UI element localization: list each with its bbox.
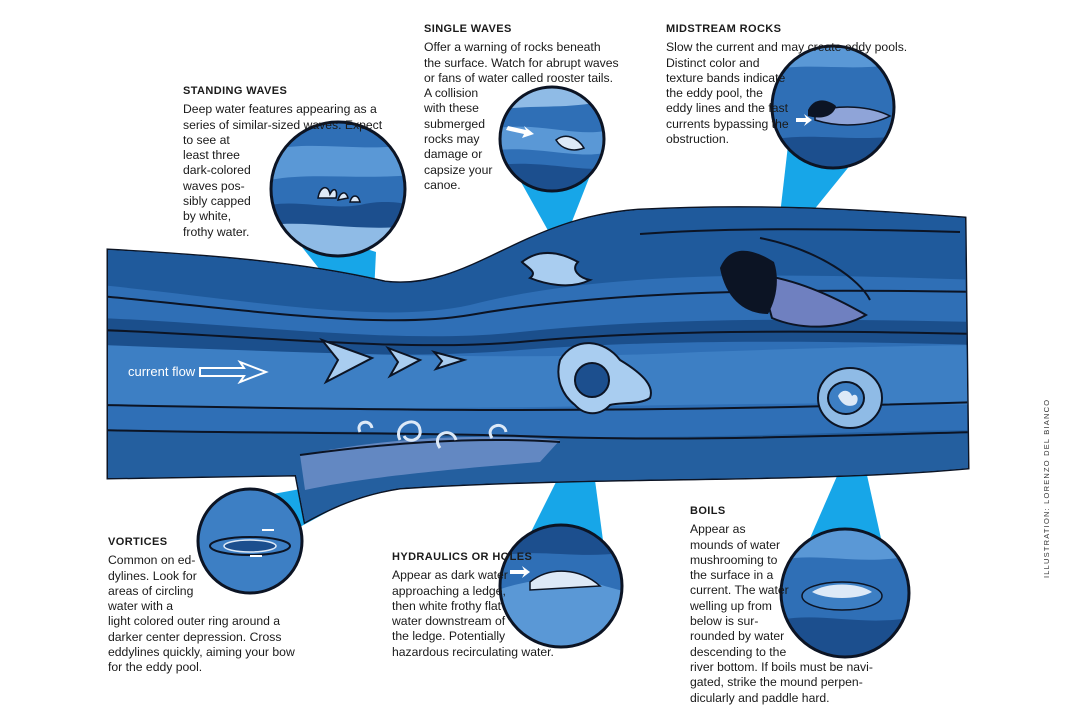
single-waves-line: submerged (424, 116, 485, 131)
current-flow-arrow (199, 359, 269, 385)
boils-line: below is sur- (690, 614, 759, 629)
boils-callout: BOILS Appear as mounds of water mushroom… (690, 504, 873, 706)
standing-waves-circle (269, 120, 407, 258)
hydraulics-line: hazardous recirculating water. (392, 644, 554, 659)
river (106, 206, 970, 525)
boils-circle (779, 527, 911, 659)
rooster-tail (520, 252, 594, 287)
vortices-title: VORTICES (108, 536, 168, 548)
hydraulics-circle (498, 523, 624, 649)
standing-waves-line: waves pos- (183, 178, 245, 193)
hydraulics-title: HYDRAULICS OR HOLES (392, 551, 533, 563)
vortices-line: for the eddy pool. (108, 660, 203, 675)
single-waves-line: the surface. Watch for abrupt waves (424, 55, 619, 70)
midstream-rocks-line: Distinct color and (666, 55, 760, 70)
standing-waves-title: STANDING WAVES (183, 85, 288, 97)
single-waves-line: rocks may (424, 132, 480, 147)
single-waves-title: SINGLE WAVES (424, 23, 512, 35)
vortices-line: darker center depression. Cross (108, 629, 282, 644)
standing-waves-line: dark-colored (183, 163, 251, 178)
vortices-line: water with a (108, 599, 174, 614)
standing-wave-chevrons (319, 337, 468, 385)
midstream-rocks-line: eddy lines and the fast (666, 101, 788, 116)
illustration-credit: ILLUSTRATION: LORENZO DEL BIANCO (1042, 398, 1051, 578)
standing-waves-callout: STANDING WAVES Deep water features appea… (183, 84, 382, 240)
hydraulics-line: then white frothy flat (392, 598, 502, 613)
midstream-rocks-title: MIDSTREAM ROCKS (666, 23, 782, 35)
standing-waves-line: Deep water features appearing as a (183, 102, 377, 117)
boils-line: Appear as (690, 522, 746, 537)
vortices-line: light colored outer ring around a (108, 614, 281, 629)
midstream-rocks-callout: MIDSTREAM ROCKS Slow the current and may… (666, 22, 907, 147)
midstream-rocks-line: Slow the current and may create eddy poo… (666, 40, 908, 55)
midstream-rock (720, 250, 869, 328)
hydraulic-hole (557, 342, 652, 415)
single-waves-line: with these (424, 101, 479, 116)
boils-title: BOILS (690, 505, 726, 517)
vortices-callout: VORTICES Common on ed- dylines. Look for… (108, 535, 295, 676)
standing-waves-line: to see at (183, 132, 230, 147)
single-waves-line: capsize your (424, 162, 493, 177)
current-flow-label: current flow (128, 364, 196, 379)
single-waves-line: A collision (424, 86, 479, 101)
hydraulics-line: the ledge. Potentially (392, 629, 506, 644)
single-waves-line: or fans of water called rooster tails. (424, 70, 613, 85)
single-waves-line: Offer a warning of rocks beneath (424, 40, 601, 55)
single-waves-line: damage or (424, 147, 483, 162)
vortices-line: eddylines quickly, aiming your bow (108, 645, 295, 660)
boils-cone (804, 430, 884, 552)
vortices-line: areas of circling (108, 583, 194, 598)
boils-line: mushrooming to (690, 552, 778, 567)
boils-line: gated, strike the mound perpen- (690, 675, 863, 690)
midstream-rocks-line: currents bypassing the (666, 116, 789, 131)
vortices-line: Common on ed- (108, 553, 196, 568)
standing-waves-line: frothy water. (183, 224, 250, 239)
boils-line: the surface in a (690, 568, 774, 583)
single-waves-line: canoe. (424, 177, 461, 192)
standing-waves-line: sibly capped (183, 194, 251, 209)
standing-waves-line: series of similar-sized waves. Expect (183, 117, 383, 132)
boils-line: rounded by water (690, 629, 785, 644)
midstream-rocks-line: obstruction. (666, 132, 730, 147)
boils-line: mounds of water (690, 537, 781, 552)
hydraulics-line: Appear as dark water (392, 568, 508, 583)
hydraulics-callout: HYDRAULICS OR HOLES Appear as dark water… (392, 550, 554, 660)
midstream-rocks-line: the eddy pool, the (666, 86, 763, 101)
boils-line: river bottom. If boils must be navi- (690, 659, 873, 674)
hydraulics-line: approaching a ledge, (392, 583, 506, 598)
boils-line: dicularly and paddle hard. (690, 690, 830, 705)
vortices-swirls (357, 420, 508, 449)
boils-line: current. The water (690, 583, 789, 598)
standing-waves-line: least three (183, 148, 240, 163)
vortices-line: dylines. Look for (108, 568, 197, 583)
midstream-rocks-line: texture bands indicate (666, 70, 786, 85)
standing-waves-line: by white, (183, 209, 232, 224)
single-waves-callout: SINGLE WAVES Offer a warning of rocks be… (424, 22, 619, 193)
boil (817, 367, 883, 429)
vortices-circle (196, 487, 304, 595)
boils-line: descending to the (690, 644, 787, 659)
hydraulics-line: water downstream of (392, 614, 506, 629)
boils-line: welling up from (690, 598, 772, 613)
